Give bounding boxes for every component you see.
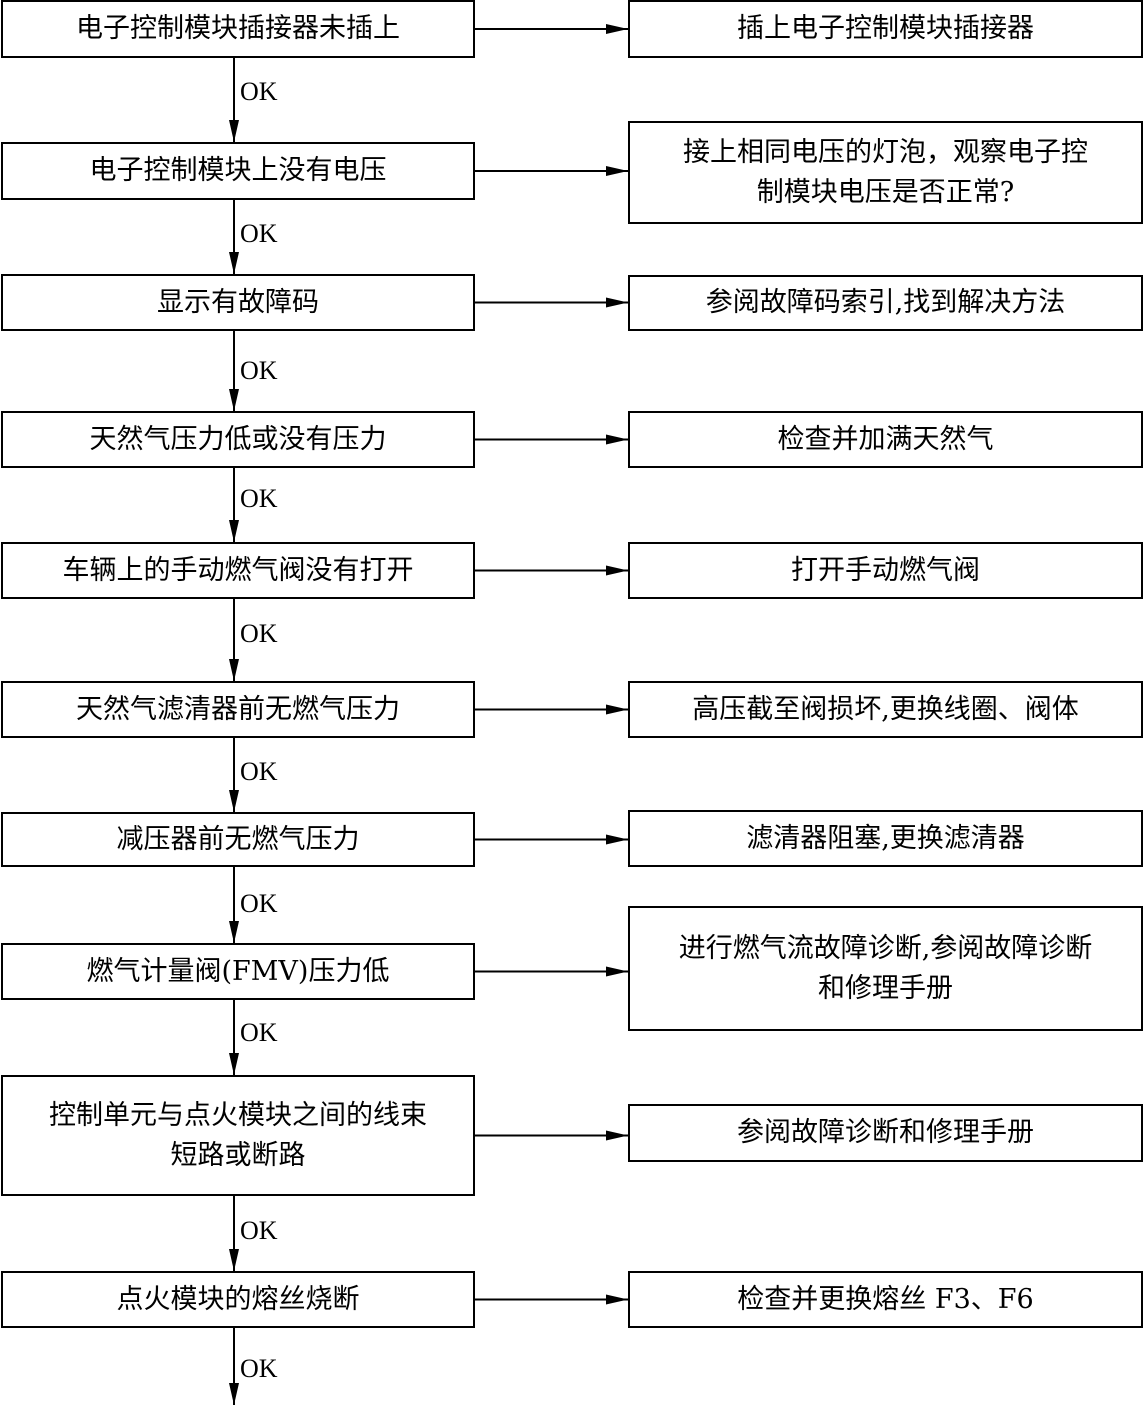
condition-text: 显示有故障码 [157, 286, 319, 318]
action-box: 检查并更换熔丝 F3、F6 [628, 1271, 1143, 1328]
ok-label: OK [240, 484, 278, 513]
condition-text: 电子控制模块插接器未插上 [76, 13, 400, 44]
action-box: 打开手动燃气阀 [628, 542, 1143, 599]
condition-text: 电子控制模块上没有电压 [89, 155, 387, 186]
ok-label: OK [240, 1018, 278, 1047]
action-box: 高压截至阀损坏,更换线圈、阀体 [628, 681, 1143, 738]
condition-box: 电子控制模块上没有电压 [1, 142, 475, 200]
ok-label: OK [240, 889, 278, 918]
action-box: 接上相同电压的灯泡，观察电子控制模块电压是否正常? [628, 121, 1143, 224]
action-box: 参阅故障码索引,找到解决方法 [628, 275, 1143, 331]
ok-label: OK [240, 219, 278, 248]
action-box: 参阅故障诊断和修理手册 [628, 1104, 1143, 1162]
action-box: 检查并加满天然气 [628, 411, 1143, 468]
condition-text: 车辆上的手动燃气阀没有打开 [62, 554, 414, 586]
action-text: 参阅故障诊断和修理手册 [737, 1117, 1034, 1148]
condition-box: 控制单元与点火模块之间的线束短路或断路 [1, 1075, 475, 1196]
action-box: 滤清器阻塞,更换滤清器 [628, 810, 1143, 867]
condition-box: 燃气计量阀(FMV)压力低 [1, 943, 475, 1000]
condition-box: 显示有故障码 [1, 274, 475, 331]
action-text: 进行燃气流故障诊断,参阅故障诊断和修理手册 [678, 932, 1093, 1004]
action-text: 检查并加满天然气 [777, 423, 994, 455]
condition-box: 天然气压力低或没有压力 [1, 411, 475, 468]
condition-text: 减压器前无燃气压力 [116, 823, 360, 855]
action-box: 插上电子控制模块插接器 [628, 0, 1143, 58]
action-text: 滤清器阻塞,更换滤清器 [746, 822, 1025, 854]
action-box: 进行燃气流故障诊断,参阅故障诊断和修理手册 [628, 906, 1143, 1031]
condition-box: 车辆上的手动燃气阀没有打开 [1, 542, 475, 599]
condition-text: 天然气滤清器前无燃气压力 [76, 693, 400, 725]
condition-text: 燃气计量阀(FMV)压力低 [86, 955, 390, 987]
condition-text: 天然气压力低或没有压力 [89, 423, 387, 455]
ok-label: OK [240, 356, 278, 385]
action-text: 参阅故障码索引,找到解决方法 [705, 287, 1066, 318]
condition-box: 点火模块的熔丝烧断 [1, 1271, 475, 1328]
ok-label: OK [240, 757, 278, 786]
action-text: 插上电子控制模块插接器 [737, 13, 1034, 44]
condition-text: 点火模块的熔丝烧断 [116, 1283, 360, 1315]
ok-label: OK [240, 619, 278, 648]
action-text: 检查并更换熔丝 F3、F6 [737, 1283, 1034, 1315]
ok-label: OK [240, 1354, 278, 1383]
action-text: 打开手动燃气阀 [791, 554, 980, 586]
action-text: 接上相同电压的灯泡，观察电子控制模块电压是否正常? [683, 136, 1088, 208]
condition-box: 天然气滤清器前无燃气压力 [1, 681, 475, 738]
condition-text: 控制单元与点火模块之间的线束短路或断路 [49, 1099, 427, 1171]
ok-label: OK [240, 1216, 278, 1245]
condition-box: 减压器前无燃气压力 [1, 812, 475, 867]
action-text: 高压截至阀损坏,更换线圈、阀体 [692, 693, 1079, 725]
ok-label: OK [240, 77, 278, 106]
condition-box: 电子控制模块插接器未插上 [1, 0, 475, 58]
